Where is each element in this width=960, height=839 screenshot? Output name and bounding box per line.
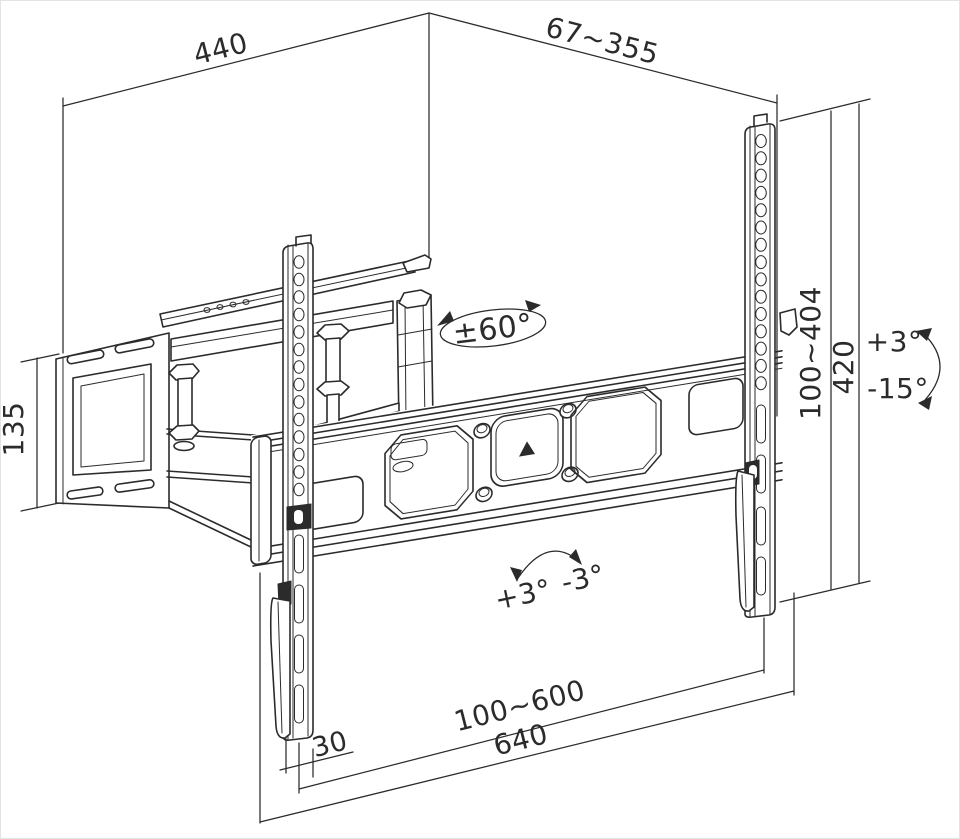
right-vesa-rail [734, 113, 798, 618]
rotate-arrow-icon [918, 396, 932, 410]
hex-nut [316, 380, 350, 397]
level-adjust-annotation [510, 549, 582, 582]
plate-slot [66, 349, 105, 365]
rotate-arrow-icon [916, 328, 932, 341]
rotate-arrow-icon [525, 300, 541, 312]
label-plate-height: 135 [1, 402, 30, 457]
rail-cutout [688, 377, 744, 436]
label-height-adjust-range: 100~404 [794, 286, 827, 420]
hex-nut [168, 424, 200, 441]
tilt-annotation [916, 328, 941, 410]
rail-cutout-octagon [570, 386, 662, 484]
rail-holes [755, 134, 767, 391]
label-overall-height: 420 [827, 340, 860, 395]
plate-slot [114, 338, 155, 354]
wall-plate [55, 332, 170, 509]
hex-nut [398, 289, 432, 309]
rail-slots [294, 534, 304, 724]
side-blade [734, 470, 755, 612]
dimension-lines [20, 12, 871, 824]
label-rail-offset: 30 [309, 725, 351, 764]
latch-detail [390, 438, 428, 461]
tv-rail-bar [250, 348, 783, 569]
screw [475, 486, 493, 503]
rotate-arrow-icon [510, 567, 522, 582]
label-tilt-down: -15° [867, 372, 929, 405]
swivel-annotation [437, 300, 547, 348]
dim-line-100-600 [298, 669, 765, 790]
hex-nut [316, 323, 350, 341]
rotate-arrow-icon [437, 311, 454, 326]
hex-nut [168, 363, 200, 381]
left-vesa-rail [269, 234, 314, 741]
label-level-minus: -3° [558, 558, 607, 599]
screw [473, 422, 491, 439]
label-extension-depth: 67~355 [542, 10, 662, 71]
label-tilt-up: +3° [866, 325, 923, 358]
dim-line-440 [62, 12, 430, 107]
plate-slot [114, 478, 155, 493]
dim-line-67-355 [428, 12, 778, 104]
rail-holes [293, 255, 305, 497]
rail-end-cap [250, 435, 272, 566]
center-plate [490, 407, 564, 487]
dim-line-30 [279, 751, 354, 771]
label-swivel-range: ±60° [451, 307, 535, 352]
rotate-arrow-icon [569, 549, 582, 565]
rail-cutout-octagon [384, 424, 474, 520]
label-level-plus: +3° [492, 573, 554, 617]
wall-hook [779, 308, 798, 336]
plate-slot [66, 486, 104, 500]
up-arrow-icon [519, 441, 535, 457]
dim-line-640 [259, 690, 795, 823]
label-top-width: 440 [190, 26, 251, 72]
